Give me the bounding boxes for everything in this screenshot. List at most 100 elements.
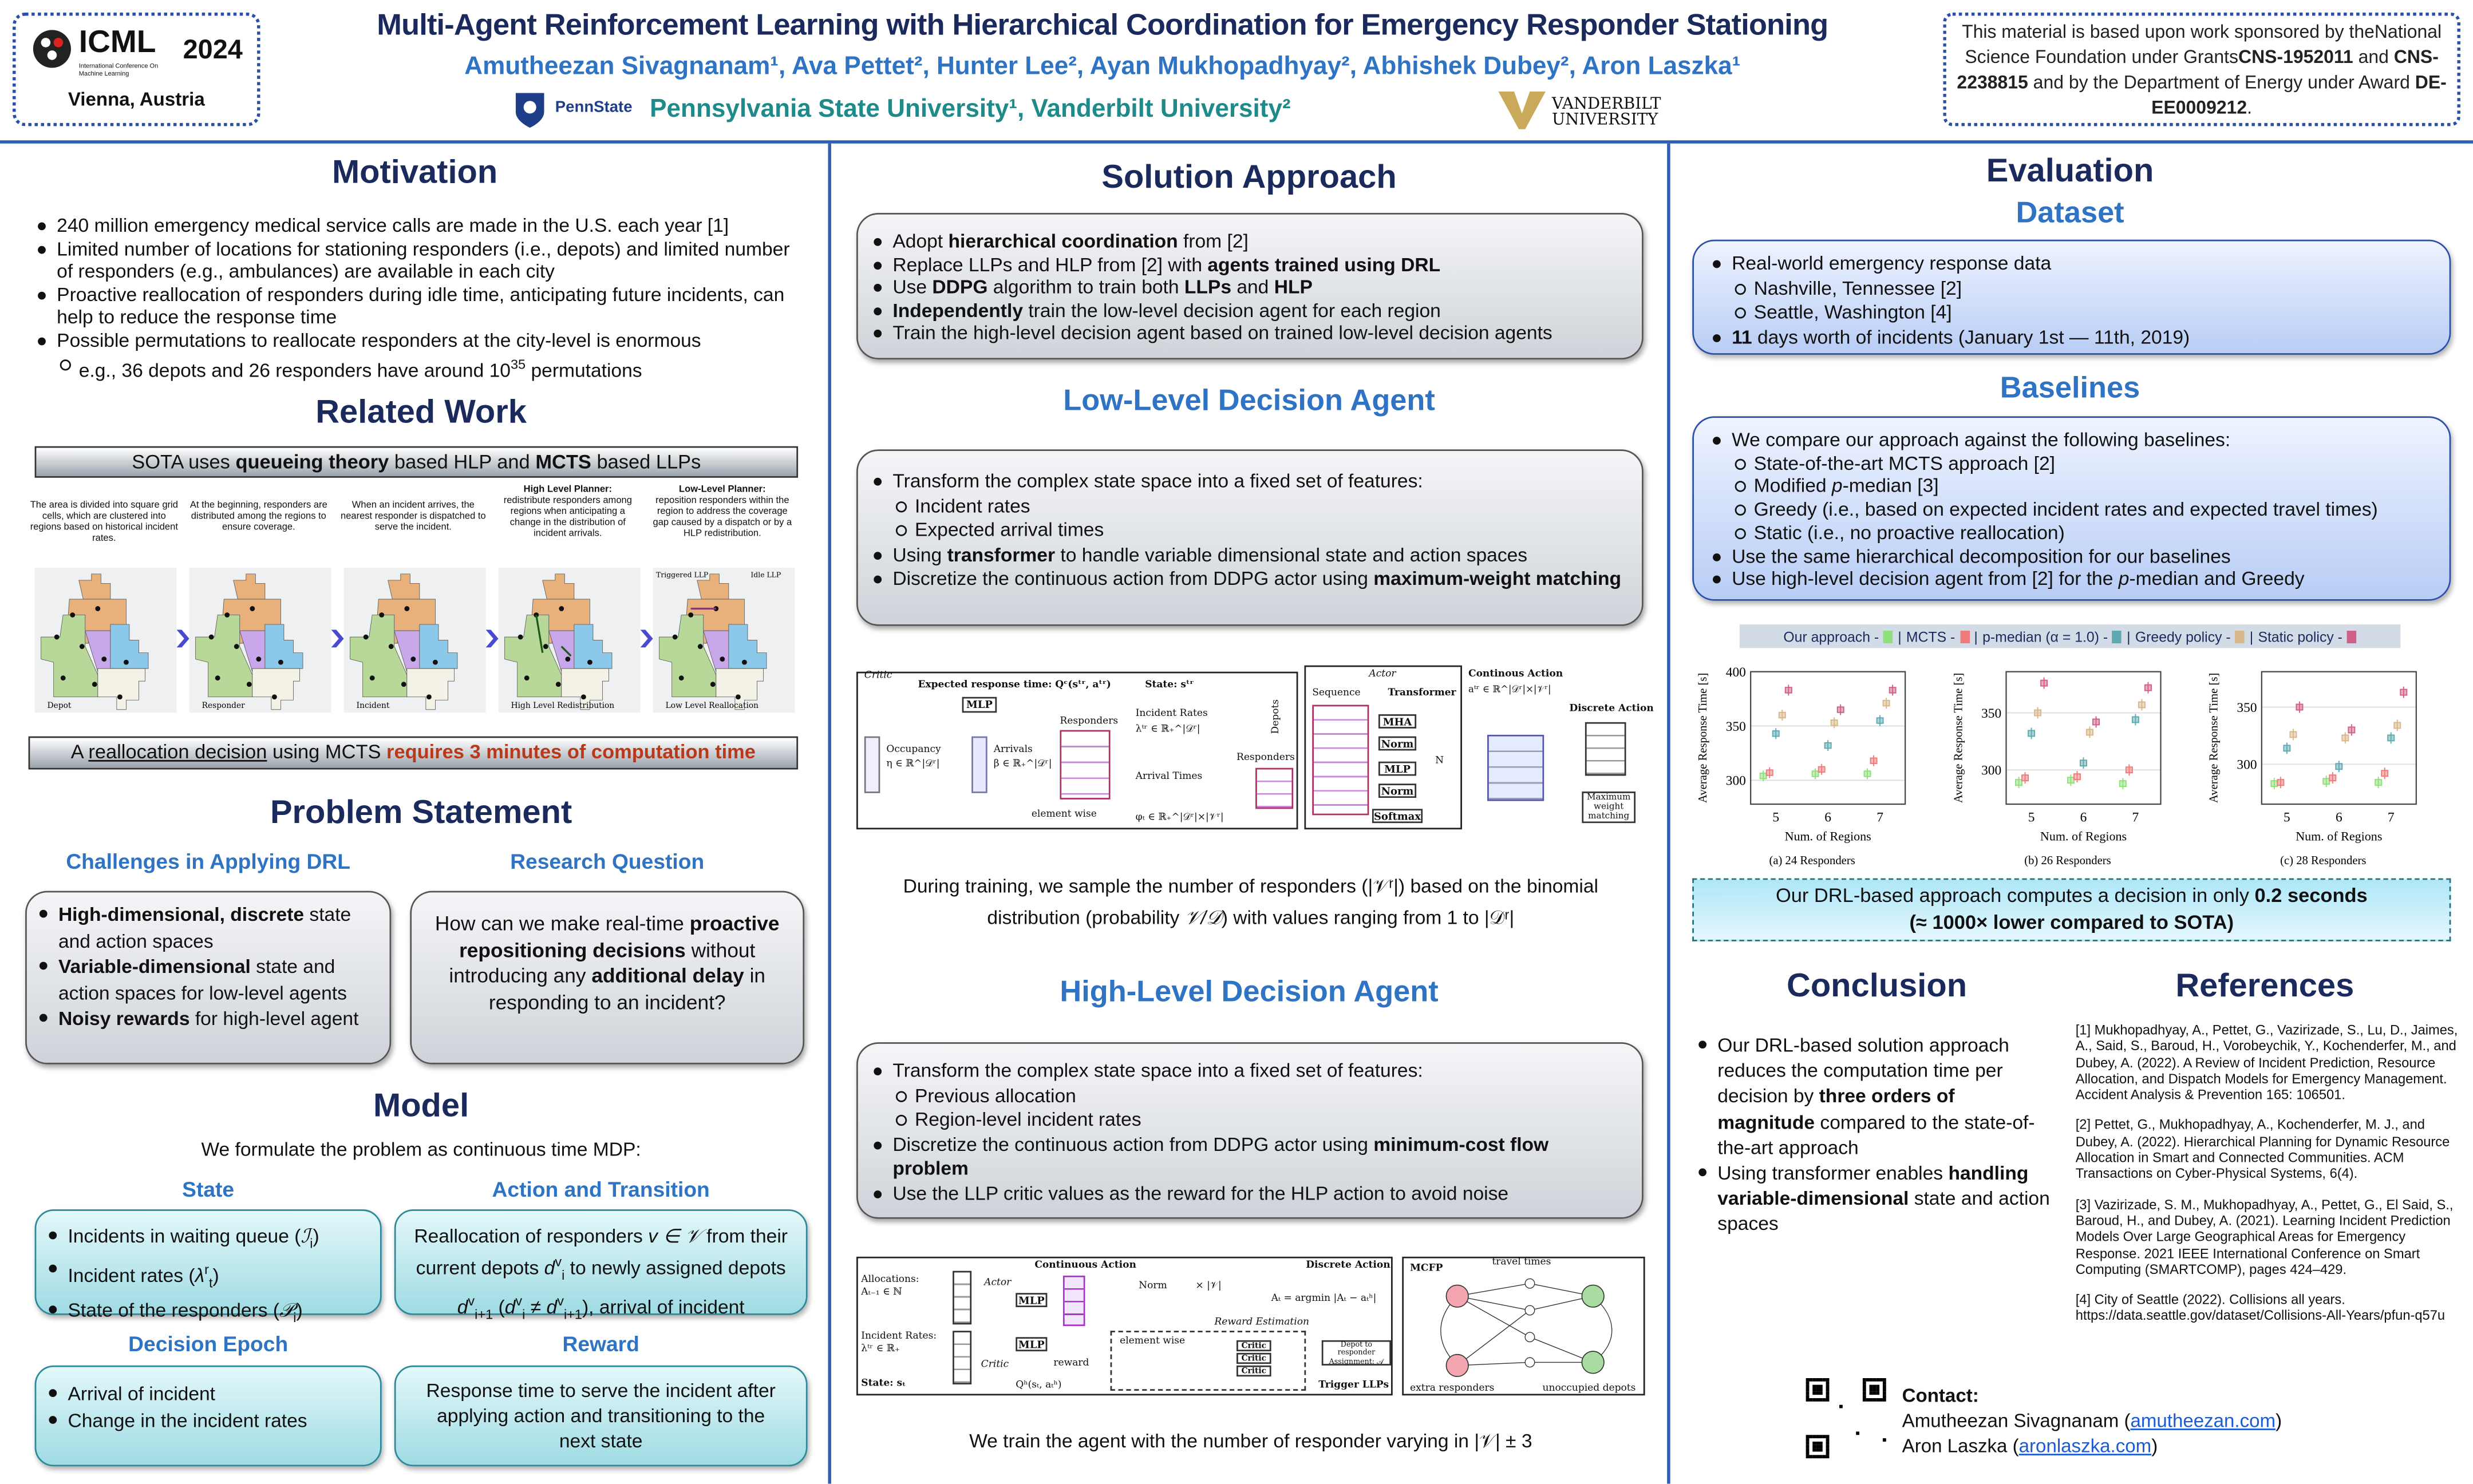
text-segment: A [70, 741, 89, 763]
list-item: Use DDPG algorithm to train both LLPs an… [871, 276, 1629, 299]
box-p-median [2131, 716, 2139, 723]
text-segment: Our DRL-based solution approach reduces … [1717, 1034, 2009, 1108]
text-segment: National Science Foundation under Grants [1965, 22, 2442, 68]
list-item: Region-level incident rates [871, 1109, 1629, 1133]
discrete-action-label: Discrete Action [1306, 1260, 1390, 1271]
critic-label: Critic [981, 1359, 1009, 1371]
box-p-median [1824, 742, 1832, 749]
arrival-times-label: Arrival Times [1135, 771, 1203, 782]
depot-marker [543, 644, 548, 649]
text-segment: Region-level incident rates [914, 1109, 1141, 1131]
vanderbilt-logo: VANDERBILT UNIVERSITY [1498, 91, 1661, 129]
layers-n-label: N [1435, 755, 1444, 766]
depot-marker [117, 694, 123, 700]
text-segment: transformer [947, 543, 1056, 566]
list-item: State of the responders (𝒫i) [46, 1297, 371, 1331]
region-green [659, 615, 717, 698]
depot-marker [95, 606, 101, 611]
list-item: Proactive reallocation of responders dur… [35, 283, 808, 329]
text-segment: r [204, 1262, 209, 1278]
critic-label: Critic [864, 670, 892, 682]
depot-marker [555, 682, 561, 687]
low-level-list: Transform the complex state space into a… [871, 470, 1629, 593]
continuous-action-label: Continuous Action [1034, 1260, 1136, 1271]
text-segment: LLPs [1184, 276, 1232, 299]
arrival-times-formula: φₜ ∈ ℝ₊^|𝒟ʳ|×|𝒱ʳ| [1135, 812, 1224, 824]
box-greedy [2289, 731, 2297, 738]
related-caption: The area is divided into square grid cel… [30, 501, 178, 545]
text-segment: State-of-the-art MCTS approach [2] [1753, 452, 2055, 474]
mcfp-block: MCFP travel times extra responders unocc… [1402, 1256, 1645, 1396]
text-segment: agents trained using DRL [1207, 253, 1441, 276]
text-segment: v ∈ 𝒱 [648, 1225, 701, 1248]
chevron-right-icon [331, 630, 344, 648]
region-green [350, 615, 408, 698]
caption-heading: High Level Planner: [523, 485, 612, 496]
y-tick-label: 400 [1726, 665, 1746, 680]
chart-title: (a) 24 Responders [1769, 854, 1855, 867]
legend-label: Static policy - [2258, 628, 2342, 644]
trigger-llps-label: Trigger LLPs [1318, 1379, 1389, 1391]
text-segment: in responding to an incident? [488, 963, 766, 1014]
text-segment: p [2118, 568, 2130, 591]
legend-swatch [1883, 630, 1893, 643]
box-our [2067, 777, 2075, 784]
text-segment: 11 [1732, 326, 1752, 349]
critic-mlp: MLP [1016, 1337, 1048, 1352]
critic-mlp: MLP [962, 697, 997, 713]
unoccupied-depots-label: unoccupied depots [1542, 1383, 1636, 1394]
contact-link[interactable]: amutheezan.com [2130, 1410, 2276, 1432]
assignment-block: Depot to responder Assignment: 𝒜 [1321, 1340, 1391, 1367]
legend-swatch [2235, 630, 2245, 643]
text-segment: proactive repositioning decisions [459, 911, 780, 961]
text-segment: compared to the state-of-the-art approac… [1717, 1111, 2035, 1159]
conference-location: Vienna, Austria [68, 88, 205, 110]
text-segment: This material is based upon work sponsor… [1962, 22, 2375, 43]
paren: ) [2276, 1410, 2282, 1432]
text-segment: Train the high-level decision agent base… [892, 322, 1552, 345]
action-title: Action and Transition [492, 1178, 710, 1202]
depot-marker [234, 644, 239, 649]
baselines-box: We compare our approach against the foll… [1692, 416, 2451, 601]
depot-marker [278, 659, 283, 665]
text-segment: 35 [510, 355, 526, 371]
text-segment: Modified [1753, 475, 1832, 497]
box-static [2296, 703, 2304, 711]
text-segment: DDPG [932, 276, 988, 299]
contact-link[interactable]: aronlaszka.com [2018, 1435, 2152, 1457]
text-segment: Use the LLP critic values as the reward … [892, 1182, 1509, 1205]
continuous-action-formula: aᵗʳ ∈ ℝ^|𝒟ʳ|×|𝒱ʳ| [1468, 684, 1551, 695]
arrivals-vector [971, 736, 987, 793]
depot-marker [54, 634, 60, 640]
box-our [1863, 770, 1871, 777]
x-tick-label: 6 [2336, 810, 2342, 825]
text-segment: days worth of incidents (January 1st — 1… [1752, 326, 2190, 349]
text-segment: Using transformer enables [1717, 1162, 1949, 1185]
affiliations: Pennsylvania State University¹, Vanderbi… [650, 96, 1291, 123]
map-legend: Incident [357, 701, 390, 710]
text-segment: Use high-level decision agent from [2] f… [1732, 568, 2119, 591]
depot-marker [580, 694, 586, 700]
y-tick-label: 350 [1726, 719, 1746, 734]
list-item: Train the high-level decision agent base… [871, 322, 1629, 345]
argmin-formula: Aₜ = argmin |Aₜ − aₜʰ| [1271, 1293, 1377, 1304]
legend-swatch [1960, 630, 1970, 643]
list-item: Nashville, Tennessee [2] [1710, 277, 2434, 302]
reward-estimation-label: Reward Estimation [1214, 1316, 1309, 1328]
depot-marker [208, 634, 214, 640]
depot-marker [678, 675, 684, 681]
motivation-list: 240 million emergency medical service ca… [35, 215, 808, 382]
depot-marker [246, 682, 252, 687]
text-segment: Proactive reallocation of responders dur… [57, 283, 785, 329]
legend-separator: | [1898, 628, 1902, 644]
box-mcts [1765, 769, 1773, 776]
text-segment: i+1 [475, 1305, 493, 1321]
state-box: Incidents in waiting queue (ℐi)Incident … [34, 1209, 382, 1325]
list-item: Independently train the low-level decisi… [871, 299, 1629, 322]
text-segment: based HLP and [389, 450, 536, 473]
list-item: Use high-level decision agent from [2] f… [1710, 568, 2434, 591]
qr-code[interactable] [1806, 1378, 1890, 1462]
vanderbilt-logo-text-2: UNIVERSITY [1552, 112, 1658, 129]
